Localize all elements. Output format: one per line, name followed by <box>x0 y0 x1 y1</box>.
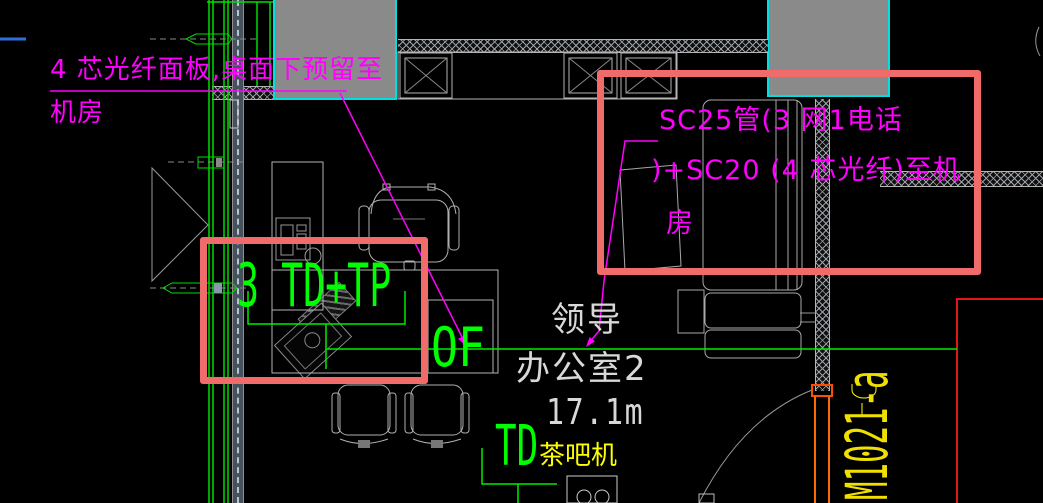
concrete-column <box>273 0 397 100</box>
wardrobe-cabinet <box>702 99 816 359</box>
room-area-label: 17.1m <box>546 392 645 433</box>
tea-machine <box>566 475 618 503</box>
fiber-note-line1: 4 芯光纤面板,桌面下预留至 <box>50 55 384 85</box>
side-table <box>677 289 705 334</box>
red-boundary-line <box>956 298 1043 503</box>
room-name-line2: 办公室2 <box>516 349 648 389</box>
door-leaf-end <box>698 493 715 503</box>
fiber-note-line2: 机房 <box>50 98 105 128</box>
conduit-leader <box>586 140 658 347</box>
wall-hatch-right <box>880 171 1043 187</box>
room-name-line1: 领导 <box>551 300 623 340</box>
conduit-note-line2: )+SC20 (4 芯光纤)至机 <box>651 155 961 186</box>
edge-arc <box>1035 26 1041 57</box>
highlight-box-outlets <box>200 237 428 384</box>
desk <box>271 161 499 374</box>
wall-fitting-mid <box>168 156 245 169</box>
outlet-group-label: 3 TD+TP <box>237 251 392 321</box>
door-jamb-white <box>229 99 239 129</box>
tea-machine-label: 茶吧机 <box>539 441 618 471</box>
x-box <box>399 52 453 99</box>
floor-outlet-label: OF <box>431 316 485 379</box>
wiring-green <box>247 291 957 503</box>
door-swing-arc <box>698 389 813 503</box>
wall-hatch-top <box>398 39 768 53</box>
x-box <box>563 52 618 99</box>
conduit-note-line3: 房 <box>666 208 694 239</box>
conduit-note-line1: SC25管(3 网1电话 <box>659 105 903 136</box>
wall-centerline <box>237 0 239 503</box>
visitor-chair <box>404 384 470 448</box>
wall-hatch-vertical <box>815 99 830 391</box>
wall-opening-triangle <box>151 166 209 283</box>
tea-outlet-label: TD <box>495 414 539 479</box>
highlight-box-conduit <box>597 70 981 275</box>
visitor-chair <box>331 384 397 448</box>
fiber-leader <box>50 90 467 346</box>
door-handle-fixture <box>851 384 877 415</box>
coat-rack <box>619 164 682 272</box>
wall-anchor-top <box>150 33 258 45</box>
door-code-label: M1021-a <box>833 370 901 500</box>
door-frame <box>811 384 833 503</box>
concrete-column <box>767 0 890 97</box>
executive-chair <box>358 183 460 271</box>
left-wall <box>207 0 273 503</box>
